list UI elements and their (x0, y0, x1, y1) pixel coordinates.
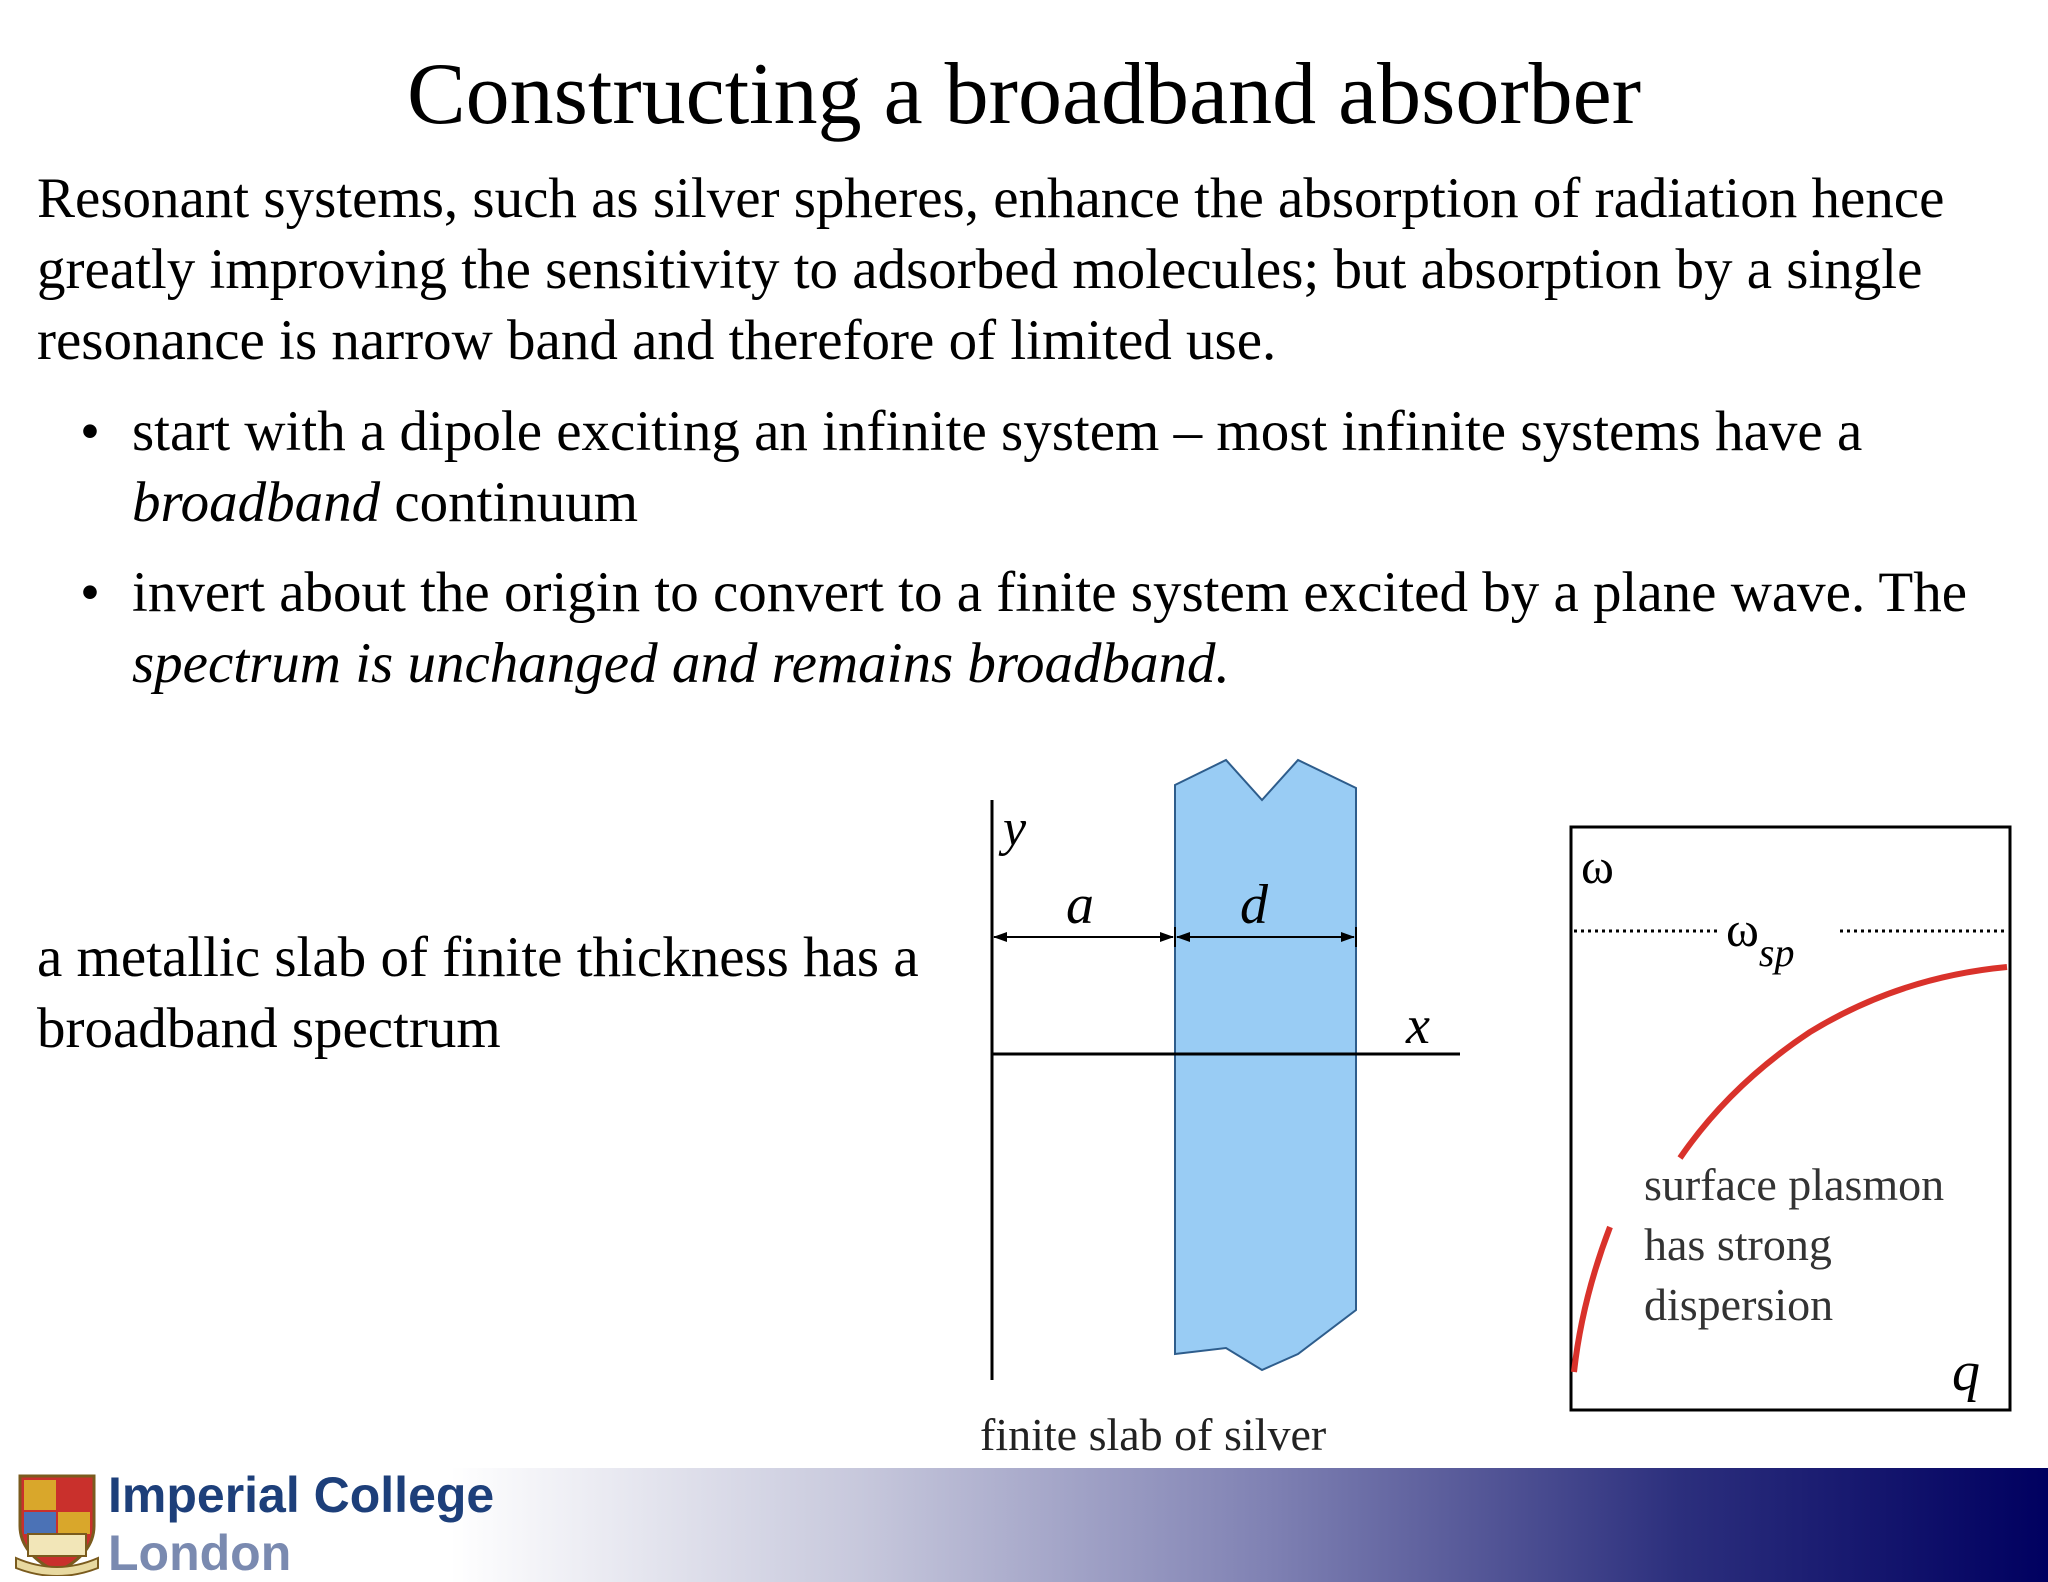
bullet-list: • start with a dipole exciting an infinit… (80, 396, 2030, 718)
slab-figure-caption: finite slab of silver (980, 1409, 1326, 1460)
logo-line-1: Imperial College (108, 1467, 495, 1523)
bullet-dot: • (80, 561, 100, 624)
slab-diagram: y a d x finite slab of silver (980, 758, 1460, 1460)
college-logo-text: Imperial College London (108, 1466, 494, 1582)
plasmon-note-line-1: surface plasmon (1644, 1159, 1944, 1210)
plasmon-note-line-3: dispersion (1644, 1279, 1833, 1330)
omega-axis-label: ω (1581, 838, 1614, 894)
bullet-1-text: start with a dipole exciting an infinite… (132, 400, 1863, 463)
logo-line-2: London (108, 1525, 292, 1581)
bullet-2-italic: spectrum is unchanged and remains broadb… (132, 632, 1230, 695)
x-label: x (1405, 995, 1430, 1055)
q-axis-label: q (1952, 1341, 1980, 1403)
slab-caption: a metallic slab of finite thickness has … (37, 926, 919, 1060)
bullet-1-italic: broadband (132, 471, 381, 534)
plasmon-note-line-2: has strong (1644, 1219, 1832, 1270)
d-label: d (1240, 874, 1269, 936)
silver-slab (1174, 758, 1357, 1372)
intro-paragraph: Resonant systems, such as silver spheres… (37, 167, 1945, 372)
slide-title: Constructing a broadband absorber (406, 46, 1642, 143)
omega-sp-subscript: sp (1759, 930, 1795, 975)
dispersion-plot: ω ωsp surface plasmon has strong dispers… (1569, 825, 2012, 1412)
bullet-item-1: • start with a dipole exciting an infinit… (80, 396, 2030, 538)
dispersion-curve-upper (1677, 964, 2008, 1160)
footer-band (0, 1468, 2048, 1582)
dispersion-curve-lower (1571, 1225, 1613, 1373)
y-label: y (998, 800, 1027, 857)
bullet-dot: • (80, 400, 100, 463)
omega-sp-label: ωsp (1726, 901, 1795, 975)
a-label: a (1066, 874, 1094, 936)
bullet-2-text: invert about the origin to convert to a … (132, 561, 1968, 624)
bullet-item-2: • invert about the origin to convert to a… (80, 557, 2030, 699)
college-crest-icon (15, 1474, 99, 1576)
plot-frame (1569, 825, 2012, 1412)
bullet-1-text-end: continuum (380, 471, 639, 534)
